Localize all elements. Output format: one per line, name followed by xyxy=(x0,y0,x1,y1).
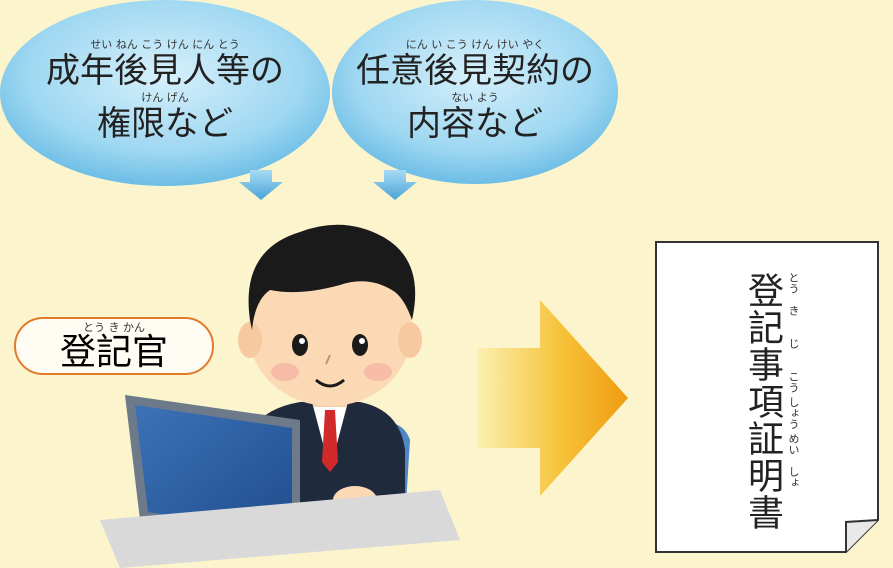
left-bubble xyxy=(0,0,330,186)
left-down-arrow xyxy=(239,170,283,200)
right-bubble-text: にん い こう けん けい やく 任意後見契約の ない よう 内容など xyxy=(345,38,605,144)
left-main-2: 権限など xyxy=(97,104,233,144)
left-ruby-2: けん げん xyxy=(141,91,189,104)
orange-right-arrow xyxy=(478,300,628,496)
right-main-1: 任意後見契約の xyxy=(356,51,594,91)
officer-label: とう き かん 登記官 xyxy=(14,317,214,375)
left-main-1: 成年後見人等の xyxy=(46,51,284,91)
officer-ruby: とう き かん xyxy=(83,321,145,334)
right-ruby-1: にん い こう けん けい やく xyxy=(405,38,545,51)
left-bubble-text: せい ねん こう けん にん とう 成年後見人等の けん げん 権限など xyxy=(15,38,315,144)
desk xyxy=(100,490,460,568)
right-bubble xyxy=(332,0,618,184)
officer-title: 登記官 xyxy=(59,332,168,373)
right-down-arrow xyxy=(373,170,417,200)
left-ruby-1: せい ねん こう けん にん とう xyxy=(90,38,240,51)
right-main-2: 内容など xyxy=(407,104,543,144)
document-title: 登記事項証明書 xyxy=(742,272,783,531)
document-ruby: とう き じ こう しょう めい しょ xyxy=(787,272,800,488)
document: 登記事項証明書 とう き じ こう しょう めい しょ xyxy=(656,242,878,552)
right-ruby-2: ない よう xyxy=(451,91,499,104)
document-paper xyxy=(655,241,879,553)
